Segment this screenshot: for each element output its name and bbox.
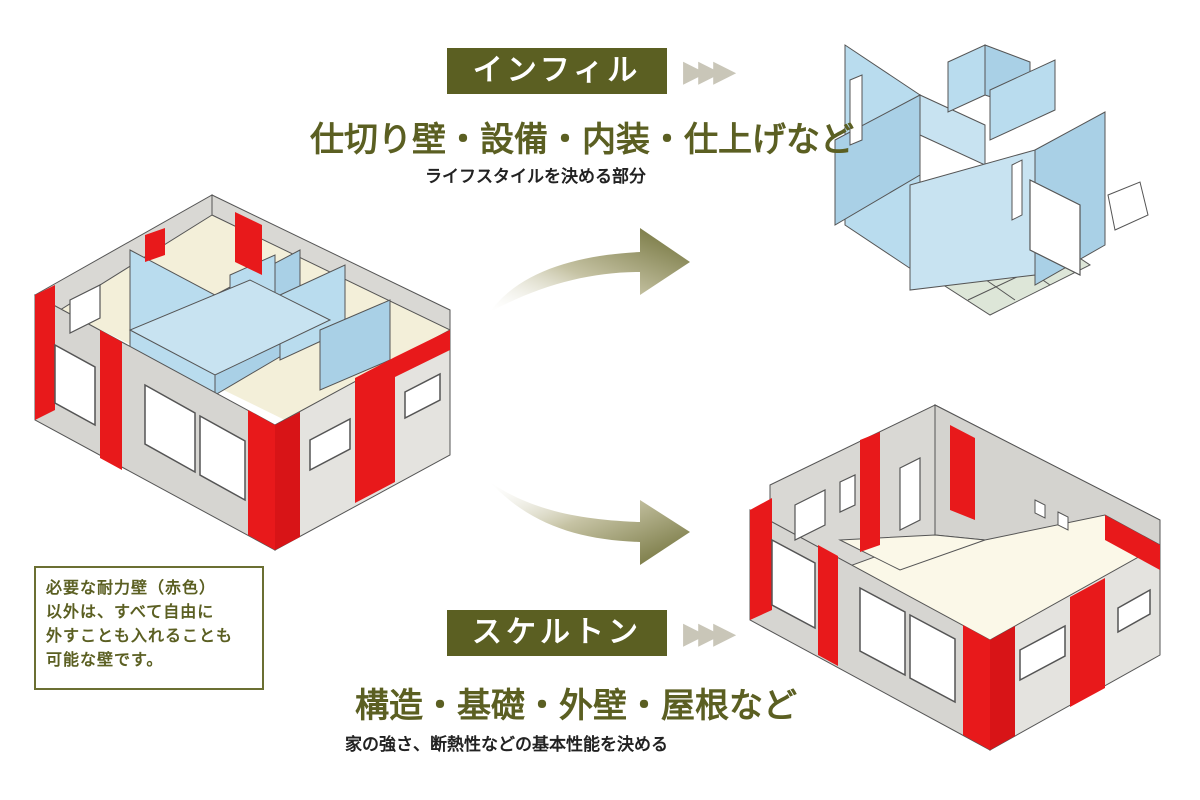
skeleton-headline: 構造・基礎・外壁・屋根など: [355, 686, 797, 726]
note-line: 可能な壁です。: [46, 650, 164, 669]
arrow-to-skeleton: [490, 482, 690, 565]
skeleton-chevrons: ▶▶▶: [683, 616, 736, 651]
infill-headline: 仕切り壁・設備・内装・仕上げなど: [310, 120, 854, 160]
arrow-to-infill: [490, 228, 690, 312]
full-house-illustration: [34, 194, 451, 551]
note-line: 以外は、すべて自由に: [46, 602, 215, 621]
note-line: 外すことも入れることも: [46, 626, 234, 645]
note-line: 必要な耐力壁（赤色）: [46, 578, 217, 597]
load-bearing-wall-note: 必要な耐力壁（赤色） 以外は、すべて自由に 外すことも入れることも 可能な壁です…: [34, 566, 264, 690]
infill-subline: ライフスタイルを決める部分: [425, 167, 646, 187]
skeleton-illustration: [749, 404, 1161, 751]
infill-chevrons: ▶▶▶: [683, 54, 736, 89]
skeleton-subline: 家の強さ、断熱性などの基本性能を決める: [345, 735, 668, 755]
infill-label: インフィル: [447, 48, 667, 94]
skeleton-label: スケルトン: [447, 610, 667, 656]
infill-illustration: [834, 44, 1149, 316]
